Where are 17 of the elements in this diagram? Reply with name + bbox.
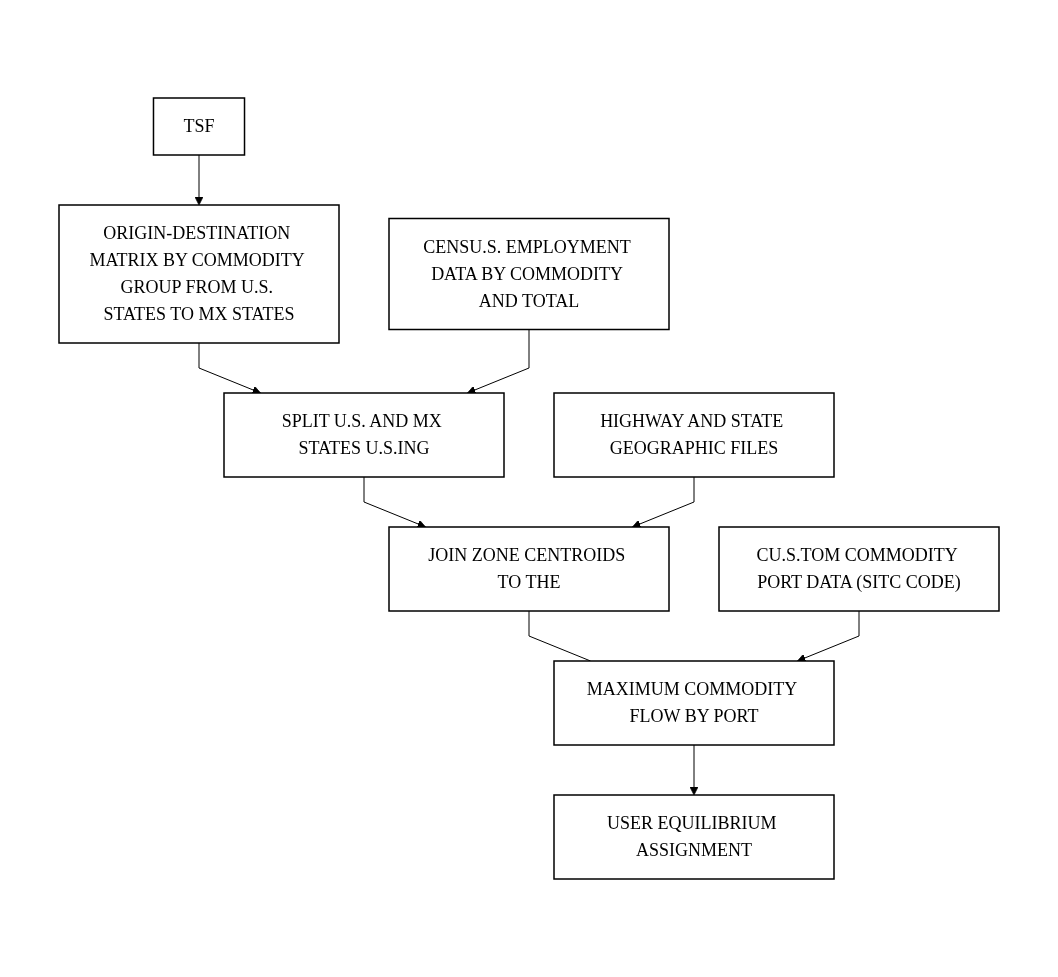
node-box: CU.S.TOM COMMODITY PORT DATA (SITC CODE): [718, 526, 1000, 612]
arrow: [363, 476, 426, 529]
arrow: [689, 744, 699, 796]
arrow: [467, 329, 530, 395]
node-box: HIGHWAY AND STATE GEOGRAPHIC FILES: [553, 392, 835, 478]
arrow: [632, 476, 695, 529]
arrow: [194, 154, 204, 206]
node-box: USER EQUILIBRIUM ASSIGNMENT: [553, 794, 835, 880]
node-box: JOIN ZONE CENTROIDS TO THE: [388, 526, 670, 612]
arrow: [198, 342, 261, 395]
node-box: CENSU.S. EMPLOYMENT DATA BY COMMODITY AND TOTAL: [388, 217, 670, 331]
node-box: SPLIT U.S. AND MX STATES U.S.ING: [223, 392, 505, 478]
node-box: ORIGIN-DESTINATION MATRIX BY COMMODITY GROUP FROM U.S. STATES TO MX STATES: [58, 204, 340, 344]
connector: [528, 610, 592, 662]
node-box: MAXIMUM COMMODITY FLOW BY PORT: [553, 660, 835, 746]
arrow: [797, 610, 860, 663]
node-box: TSF: [152, 97, 246, 156]
